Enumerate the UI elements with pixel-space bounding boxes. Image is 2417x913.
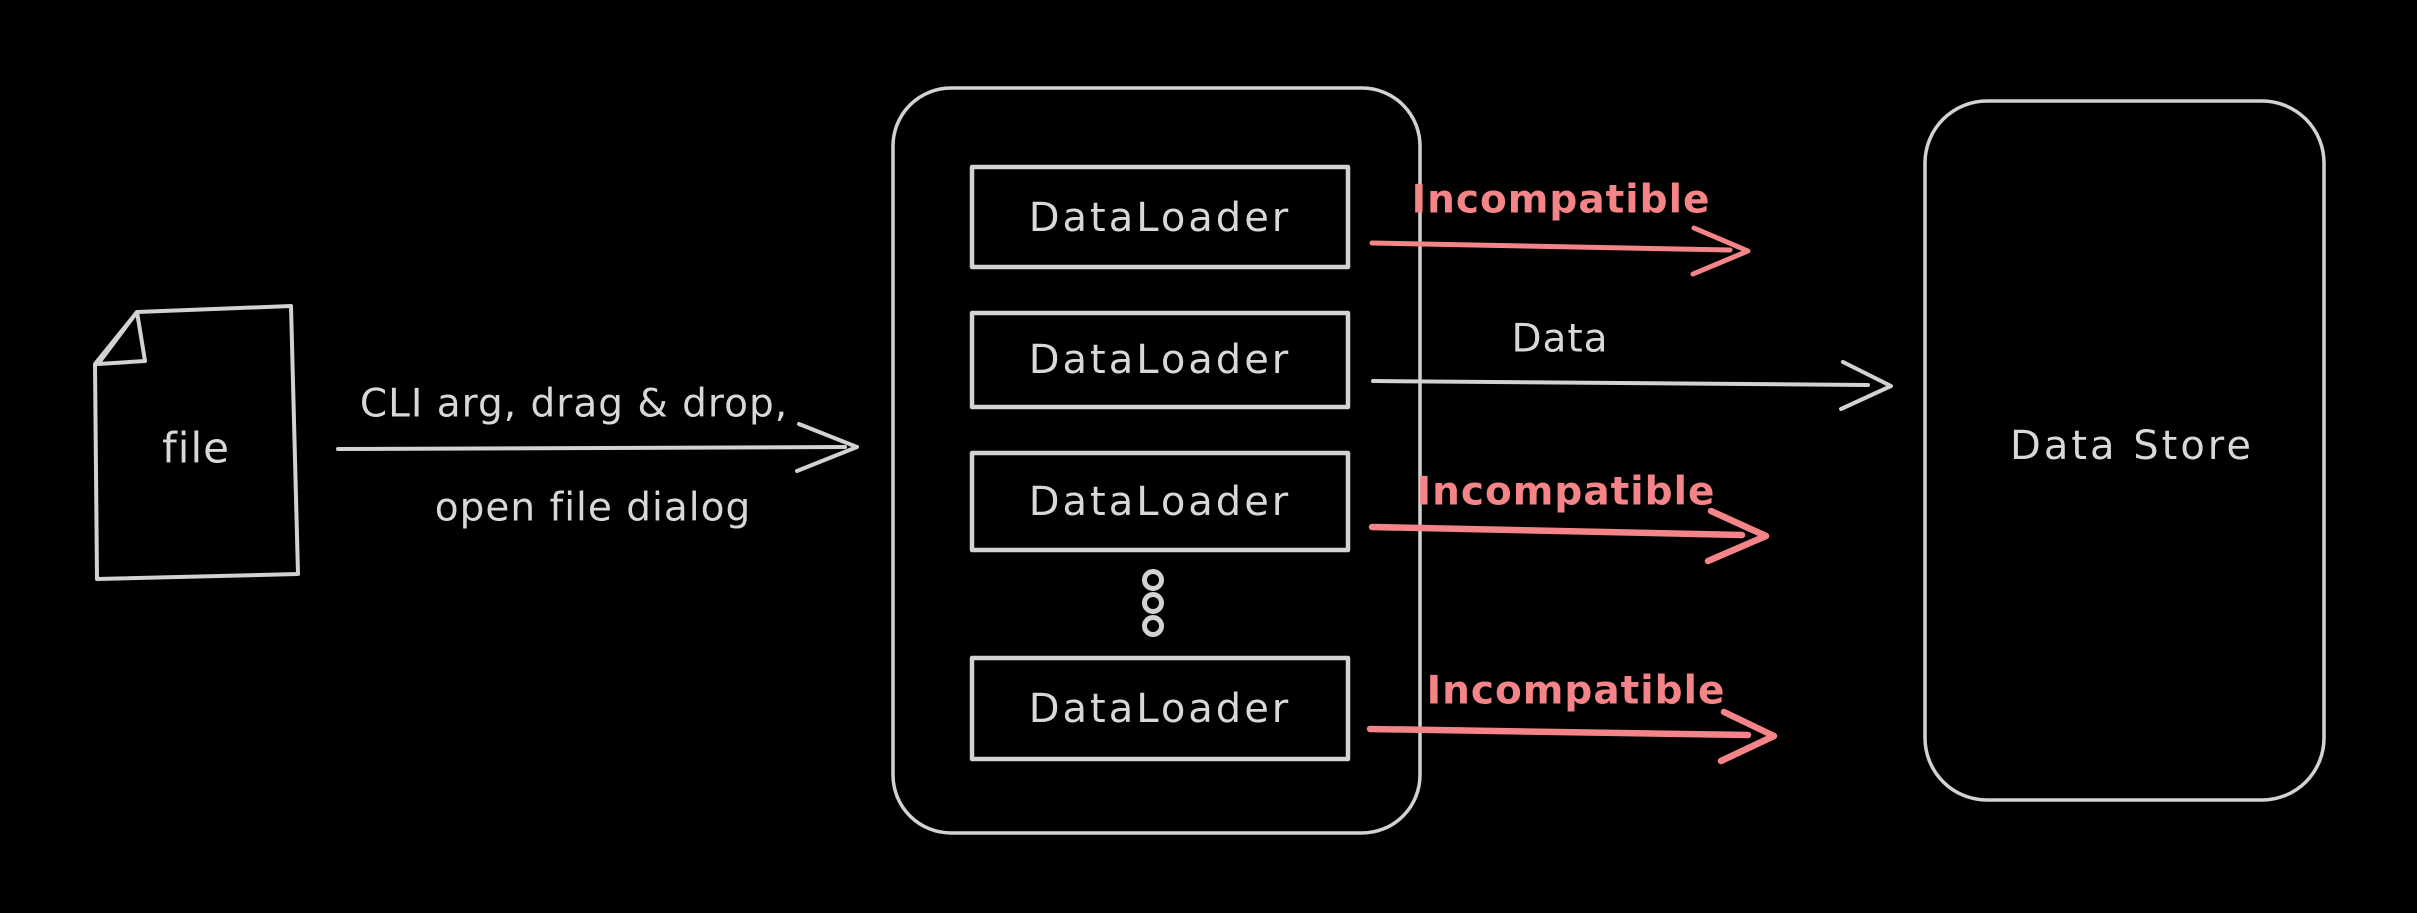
output-label-data: Data — [1511, 316, 1609, 362]
output-arrow-1-head — [1690, 225, 1751, 277]
dataloader-label-4: DataLoader — [1028, 686, 1292, 732]
dataloader-box-4 — [969, 655, 1351, 762]
ingest-arrow-label-line2: open file dialog — [434, 485, 752, 531]
output-arrow-3-head — [1704, 507, 1770, 565]
dataloader-label-1: DataLoader — [1028, 195, 1292, 241]
dataloader-box-2 — [969, 310, 1351, 410]
vertical-dot-2 — [1142, 592, 1164, 614]
file-icon — [93, 304, 300, 581]
dataloader-label-2: DataLoader — [1028, 337, 1292, 383]
output-arrow-incompatible-3 — [1366, 708, 1778, 765]
output-arrow-4-head — [1717, 708, 1778, 765]
output-arrow-3-line — [1368, 523, 1746, 539]
vertical-dot-1 — [1142, 569, 1164, 591]
output-arrow-incompatible-2 — [1368, 507, 1770, 565]
loader-container-box — [891, 86, 1422, 835]
dataloader-boxes — [969, 164, 1351, 762]
dataloader-label-3: DataLoader — [1028, 479, 1292, 525]
dataloader-box-1 — [969, 164, 1351, 270]
ingest-arrow-label-line1: CLI arg, drag & drop, — [359, 381, 789, 427]
data-store-label: Data Store — [2010, 423, 2254, 469]
file-label: file — [162, 423, 230, 473]
ingest-arrow-line — [336, 445, 847, 451]
output-arrow-1-line — [1369, 240, 1733, 253]
vertical-dots-icon — [1142, 569, 1164, 637]
output-arrow-data — [1371, 360, 1893, 411]
vertical-dot-3 — [1142, 615, 1164, 637]
ingest-arrow — [336, 422, 859, 473]
ingest-arrow-head — [795, 422, 859, 473]
output-arrow-4-line — [1366, 725, 1752, 739]
output-arrow-2-head — [1839, 360, 1893, 411]
file-icon-fold — [96, 310, 147, 366]
data-store-box — [1923, 99, 2326, 802]
output-label-incompatible-3: Incompatible — [1426, 668, 1726, 714]
output-label-incompatible-1: Incompatible — [1411, 177, 1711, 223]
output-arrow-incompatible-1 — [1369, 225, 1751, 277]
output-label-incompatible-2: Incompatible — [1416, 469, 1716, 515]
dataloader-box-3 — [969, 450, 1351, 553]
output-arrow-2-line — [1371, 379, 1870, 387]
